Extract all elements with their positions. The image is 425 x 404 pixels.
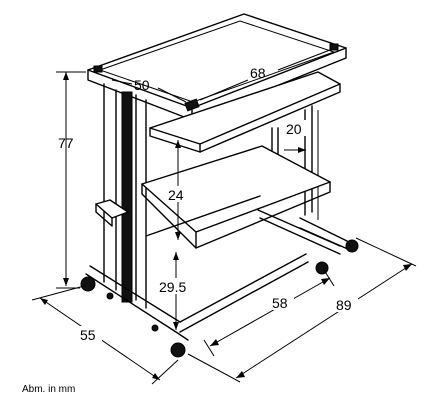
label-height: 77 (58, 135, 74, 151)
front-base (80, 253, 309, 358)
post-dark-strip (121, 91, 133, 303)
lower-bracket (95, 195, 261, 237)
label-bottom-clearance: 29.5 (159, 279, 186, 295)
label-top-width: 68 (250, 65, 266, 81)
keyboard-shelf (149, 71, 341, 153)
front-post (103, 83, 147, 309)
label-top-depth: 50 (134, 77, 150, 93)
dim-height (56, 71, 86, 289)
units-caption: Abm. in mm (22, 384, 75, 395)
rear-base (257, 209, 359, 275)
base-bolt (106, 292, 114, 300)
dim-depth (31, 285, 179, 385)
caster-rear-right (345, 239, 359, 253)
label-keyboard: 20 (286, 121, 302, 137)
dim-inner-width (203, 269, 335, 357)
label-shelf-gap: 24 (168, 187, 184, 203)
caster-front-right (170, 342, 186, 358)
dim-keyboard (284, 147, 306, 153)
label-inner-width: 58 (272, 295, 288, 311)
caster-rear-left (315, 261, 329, 275)
base-bolt (151, 324, 159, 332)
label-total-width: 89 (336, 297, 352, 313)
label-depth: 55 (80, 327, 96, 343)
top-surface (87, 13, 347, 121)
dim-total-width (187, 237, 417, 383)
caster-front-left (80, 276, 96, 292)
